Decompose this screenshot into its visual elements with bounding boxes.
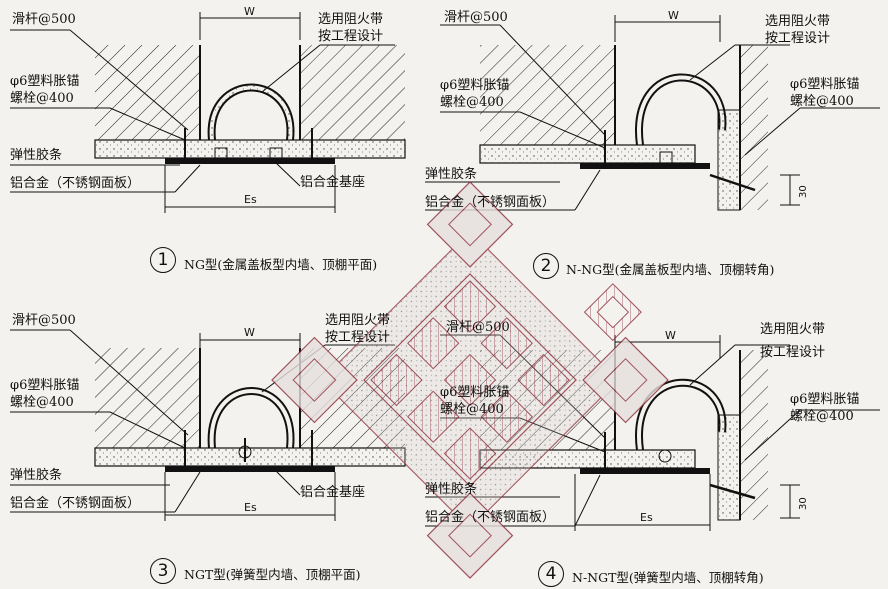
d3-anchor-label-1: φ6塑料胀锚 — [10, 378, 80, 393]
d2-anchor-right-label-2: 螺栓@400 — [790, 94, 854, 109]
d4-rubber-label: 弹性胶条 — [425, 482, 478, 497]
d1-caption-number: 1 — [150, 247, 176, 273]
d4-anchor-right-label-2: 螺栓@400 — [790, 409, 854, 424]
d4-caption: N-NGT型(弹簧型内墙、顶棚转角) — [572, 570, 764, 585]
wall-left-hatch — [95, 45, 200, 140]
plaster-side — [717, 414, 741, 521]
d1-anchor-label-1: φ6塑料胀锚 — [10, 74, 80, 89]
d1-slide-bar-label: 滑杆@500 — [12, 12, 76, 27]
d2-anchor-left-label-1: φ6塑料胀锚 — [440, 78, 510, 93]
d1-fire-belt-label-1: 选用阻火带 — [318, 12, 384, 27]
cover-plate — [165, 158, 335, 164]
d2-fire-belt-label-2: 按工程设计 — [765, 31, 831, 46]
fire-belt — [207, 83, 295, 141]
d4-dim-es: Es — [640, 511, 653, 524]
plaster-side — [717, 109, 741, 211]
endless-knot-watermark — [271, 181, 669, 579]
wall-left-hatch — [95, 348, 200, 448]
d4-anchor-left-label-2: 螺栓@400 — [440, 402, 504, 417]
fire-belt — [207, 387, 295, 449]
d2-dim-w: W — [668, 9, 679, 22]
d3-rubber-label: 弹性胶条 — [10, 468, 63, 483]
d1-plate-label: 铝合金（不锈钢面板） — [10, 176, 141, 191]
d1-anchor-label-2: 螺栓@400 — [10, 91, 74, 106]
wall-right-hatch — [740, 350, 768, 520]
d3-dim-es: Es — [244, 501, 257, 514]
wall-right-hatch — [740, 45, 768, 210]
d3-dim-w: W — [244, 326, 255, 339]
d1-dim-es: Es — [244, 193, 257, 206]
wall-left-hatch — [480, 45, 615, 145]
detail-2-drawing — [425, 15, 880, 211]
d2-anchor-right-label-1: φ6塑料胀锚 — [790, 77, 860, 92]
detail-1-drawing — [10, 12, 406, 213]
plaster-layer — [94, 447, 406, 467]
d2-fire-belt-label-1: 选用阻火带 — [765, 14, 831, 29]
d2-anchor-left-label-2: 螺栓@400 — [440, 95, 504, 110]
d4-plate-label: 铝合金（不锈钢面板） — [425, 510, 556, 525]
d1-base-label: 铝合金基座 — [300, 175, 366, 190]
d4-anchor-left-label-1: φ6塑料胀锚 — [440, 385, 510, 400]
d4-slide-bar-label: 滑杆@500 — [446, 320, 510, 335]
plaster-layer — [479, 144, 696, 164]
cover-plate — [165, 466, 335, 472]
d1-caption: NG型(金属盖板型内墙、顶棚平面) — [184, 257, 378, 272]
d4-dim-w: W — [665, 329, 676, 342]
d3-slide-bar-label: 滑杆@500 — [12, 313, 76, 328]
d4-anchor-right-label-1: φ6塑料胀锚 — [790, 392, 860, 407]
d3-fire-belt-label-2: 按工程设计 — [325, 330, 391, 345]
d1-fire-belt-label-2: 按工程设计 — [318, 29, 384, 44]
d2-dim-30: 30 — [798, 185, 809, 198]
d1-dim-w: W — [244, 5, 255, 18]
d3-caption: NGT型(弹簧型内墙、顶棚平面) — [184, 567, 361, 582]
d2-caption: N-NG型(金属盖板型内墙、顶棚转角) — [566, 262, 775, 277]
d3-fire-belt-label-1: 选用阻火带 — [325, 313, 391, 328]
plaster-layer — [94, 139, 406, 159]
cover-plate — [580, 163, 710, 169]
wall-right-hatch — [300, 45, 405, 140]
d4-fire-belt-label-2: 按工程设计 — [760, 345, 826, 360]
d3-plate-label: 铝合金（不锈钢面板） — [10, 496, 141, 511]
d4-dim-30: 30 — [798, 497, 809, 510]
d2-rubber-label: 弹性胶条 — [425, 167, 478, 182]
d3-caption-number: 3 — [150, 558, 176, 584]
d3-anchor-label-2: 螺栓@400 — [10, 395, 74, 410]
spring-icon — [658, 449, 672, 463]
d4-caption-number: 4 — [538, 561, 564, 587]
d2-slide-bar-label: 滑杆@500 — [444, 10, 508, 25]
d2-caption-number: 2 — [533, 253, 559, 279]
d3-base-label: 铝合金基座 — [300, 485, 366, 500]
d1-rubber-label: 弹性胶条 — [10, 148, 63, 163]
d4-fire-belt-label-1: 选用阻火带 — [760, 322, 826, 337]
cover-plate — [580, 468, 710, 474]
d2-plate-label: 铝合金（不锈钢面板） — [425, 195, 556, 210]
